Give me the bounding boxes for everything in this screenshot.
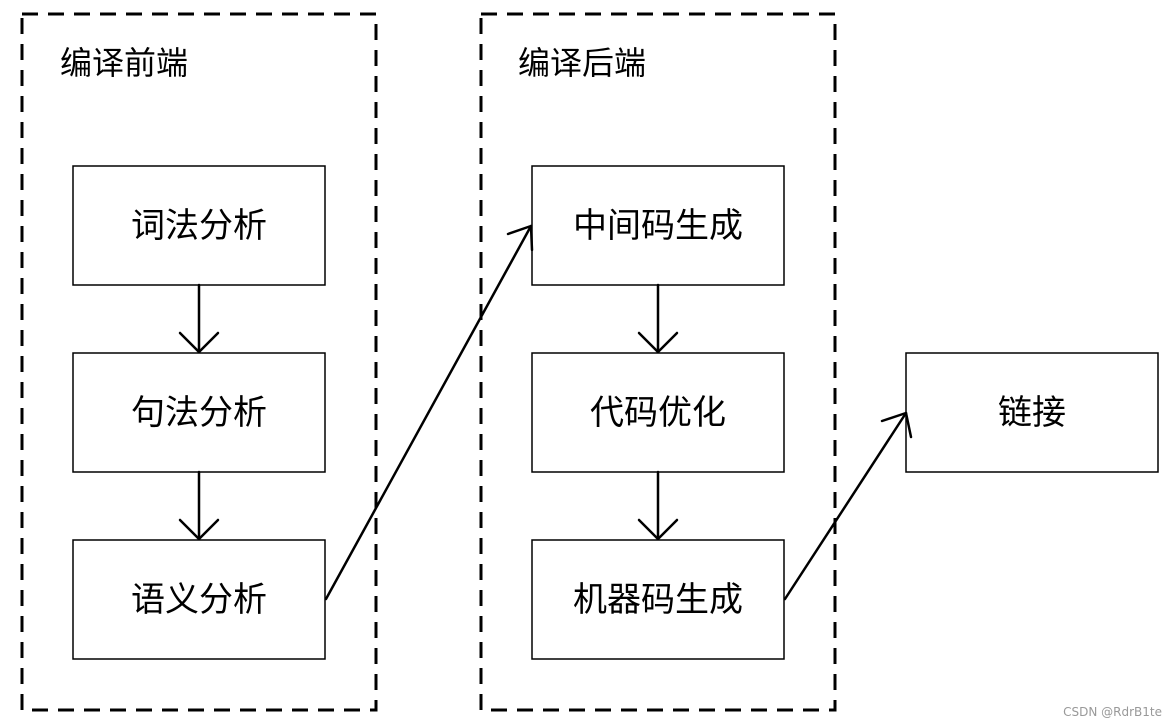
node-semantic-label: 语义分析 — [131, 580, 267, 620]
node-semantic: 语义分析 — [72, 539, 326, 660]
node-lexical: 词法分析 — [72, 165, 326, 286]
node-syntax-label: 句法分析 — [131, 393, 267, 433]
edge-syntax-to-semantic — [178, 470, 220, 541]
node-codegen-label: 机器码生成 — [573, 580, 743, 620]
edge-lexical-to-syntax — [178, 283, 220, 354]
node-link: 链接 — [905, 352, 1159, 473]
group-backend: 编译后端 — [479, 12, 837, 712]
node-optimize: 代码优化 — [531, 352, 785, 473]
node-link-label: 链接 — [998, 393, 1066, 433]
node-syntax: 句法分析 — [72, 352, 326, 473]
watermark: CSDN @RdrB1te — [1063, 705, 1162, 719]
node-lexical-label: 词法分析 — [131, 206, 267, 246]
group-frontend-label: 编译前端 — [60, 44, 188, 82]
group-frontend: 编译前端 — [20, 12, 378, 712]
group-frontend-border — [20, 12, 378, 712]
edge-optimize-to-codegen — [637, 470, 679, 541]
edge-semantic-to-ir-gen — [324, 224, 534, 601]
node-optimize-label: 代码优化 — [590, 393, 726, 433]
edge-ir-gen-to-optimize — [637, 283, 679, 354]
group-backend-label: 编译后端 — [518, 44, 646, 82]
group-backend-border — [479, 12, 837, 712]
node-ir-gen: 中间码生成 — [531, 165, 785, 286]
edge-codegen-to-link — [783, 411, 913, 601]
node-codegen: 机器码生成 — [531, 539, 785, 660]
node-ir-gen-label: 中间码生成 — [573, 206, 743, 246]
